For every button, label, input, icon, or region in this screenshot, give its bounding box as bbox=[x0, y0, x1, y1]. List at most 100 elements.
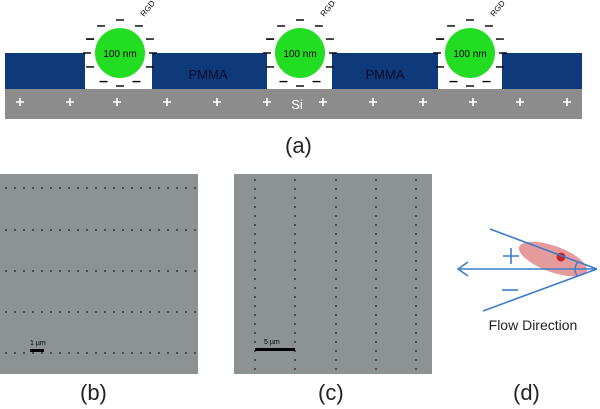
dot bbox=[415, 215, 417, 217]
dot bbox=[335, 179, 337, 181]
dot bbox=[415, 278, 417, 280]
dot bbox=[50, 187, 52, 189]
dot bbox=[415, 233, 417, 235]
dot bbox=[86, 229, 88, 231]
dot bbox=[59, 311, 61, 313]
dot bbox=[41, 270, 43, 272]
si-label: Si bbox=[291, 97, 303, 112]
dot bbox=[68, 229, 70, 231]
dot bbox=[254, 359, 256, 361]
dot bbox=[23, 311, 25, 313]
dot bbox=[375, 260, 377, 262]
dot bbox=[254, 233, 256, 235]
dot bbox=[415, 296, 417, 298]
dot bbox=[415, 341, 417, 343]
dot bbox=[294, 332, 296, 334]
dot bbox=[294, 341, 296, 343]
plus-charge bbox=[469, 98, 477, 106]
dot bbox=[415, 206, 417, 208]
dot bbox=[254, 296, 256, 298]
dot bbox=[415, 197, 417, 199]
dot bbox=[415, 368, 417, 370]
dot bbox=[415, 242, 417, 244]
dot bbox=[167, 311, 169, 313]
dot bbox=[5, 229, 7, 231]
flow-arrowhead bbox=[456, 261, 469, 277]
dot bbox=[131, 229, 133, 231]
dot bbox=[375, 197, 377, 199]
dot bbox=[104, 187, 106, 189]
dot bbox=[149, 229, 151, 231]
dot bbox=[14, 311, 16, 313]
dot bbox=[77, 311, 79, 313]
plus-charge bbox=[213, 98, 221, 106]
dot bbox=[122, 311, 124, 313]
dot bbox=[50, 352, 52, 354]
particle-label: 100 nm bbox=[453, 49, 486, 60]
scale-bar-c bbox=[255, 348, 295, 351]
dot bbox=[14, 270, 16, 272]
dot bbox=[104, 229, 106, 231]
dot bbox=[149, 187, 151, 189]
substrate-charges bbox=[16, 98, 571, 106]
dot bbox=[335, 215, 337, 217]
dot bbox=[335, 287, 337, 289]
dot bbox=[176, 270, 178, 272]
dot bbox=[294, 269, 296, 271]
scale-label-c: 5 µm bbox=[264, 339, 280, 346]
dot bbox=[50, 311, 52, 313]
dot bbox=[254, 332, 256, 334]
dot bbox=[122, 352, 124, 354]
dot bbox=[335, 296, 337, 298]
dot bbox=[254, 242, 256, 244]
pmma-block bbox=[150, 53, 267, 89]
dot bbox=[294, 215, 296, 217]
dot bbox=[5, 352, 7, 354]
dot bbox=[185, 229, 187, 231]
dot bbox=[335, 350, 337, 352]
particle-label: 100 nm bbox=[283, 49, 316, 60]
dot bbox=[335, 269, 337, 271]
rgd-label: RGD bbox=[319, 0, 337, 18]
dot bbox=[176, 187, 178, 189]
dot bbox=[5, 187, 7, 189]
plus-charge bbox=[113, 98, 121, 106]
dot bbox=[113, 187, 115, 189]
dot bbox=[335, 251, 337, 253]
dot bbox=[50, 229, 52, 231]
plus-charge bbox=[419, 98, 427, 106]
dot bbox=[122, 270, 124, 272]
dot bbox=[167, 270, 169, 272]
dot bbox=[32, 352, 34, 354]
dot-pattern bbox=[254, 179, 417, 370]
dot bbox=[194, 311, 196, 313]
upper-ray bbox=[489, 228, 598, 270]
nanoparticle bbox=[445, 28, 495, 78]
dot bbox=[14, 352, 16, 354]
dot bbox=[149, 311, 151, 313]
dot bbox=[415, 224, 417, 226]
dot bbox=[294, 197, 296, 199]
dot bbox=[375, 332, 377, 334]
dot bbox=[140, 352, 142, 354]
plus-charge bbox=[263, 98, 271, 106]
dot bbox=[194, 270, 196, 272]
dot bbox=[194, 187, 196, 189]
dot bbox=[335, 233, 337, 235]
pmma-block bbox=[330, 53, 440, 89]
dot bbox=[32, 229, 34, 231]
dot bbox=[375, 359, 377, 361]
dot bbox=[104, 311, 106, 313]
dot bbox=[335, 341, 337, 343]
pmma-block bbox=[500, 53, 582, 89]
dot bbox=[140, 229, 142, 231]
dot bbox=[335, 242, 337, 244]
dot bbox=[415, 323, 417, 325]
dot bbox=[375, 341, 377, 343]
dot bbox=[23, 187, 25, 189]
caption-b: (b) bbox=[80, 380, 107, 405]
dot bbox=[254, 197, 256, 199]
dot bbox=[140, 187, 142, 189]
dot bbox=[254, 368, 256, 370]
